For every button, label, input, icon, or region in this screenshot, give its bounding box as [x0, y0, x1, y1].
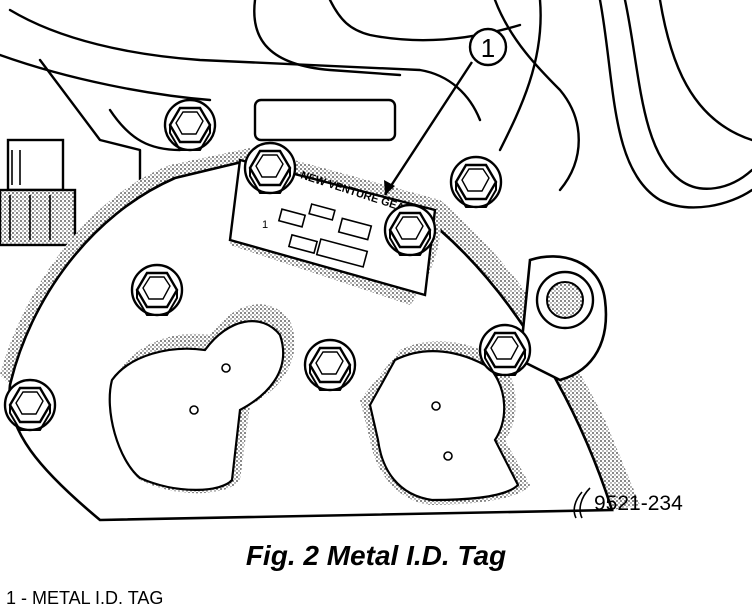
figure-code: 9521-234 [573, 487, 683, 519]
figure-code-text: 9521-234 [594, 492, 683, 515]
callout-number: 1 [481, 33, 495, 63]
sensor-switch [0, 138, 77, 247]
bolt-far-left [3, 378, 57, 432]
cover-recess-left-face [108, 320, 285, 491]
bolt-center [303, 338, 357, 392]
callout-1: 1 [383, 27, 508, 196]
cover-recess-right-face [368, 350, 520, 502]
bolt-tag-left [243, 141, 297, 195]
bolt-top-left [163, 98, 217, 152]
svg-text:1: 1 [262, 219, 268, 231]
bolt-top-right [449, 155, 503, 209]
bolt-middle-left [130, 263, 184, 317]
legend-item: 1 - METAL I.D. TAG [6, 588, 164, 608]
transfer-case-illustration: NEW VENTURE GEAR 1 1 9521-234 [0, 0, 752, 522]
bolt-right [478, 323, 532, 377]
cover-edge-shading [0, 148, 640, 510]
housing-background [0, 0, 752, 209]
bolt-tag-right [383, 203, 437, 257]
figure-caption: Fig. 2 Metal I.D. Tag [245, 540, 507, 571]
